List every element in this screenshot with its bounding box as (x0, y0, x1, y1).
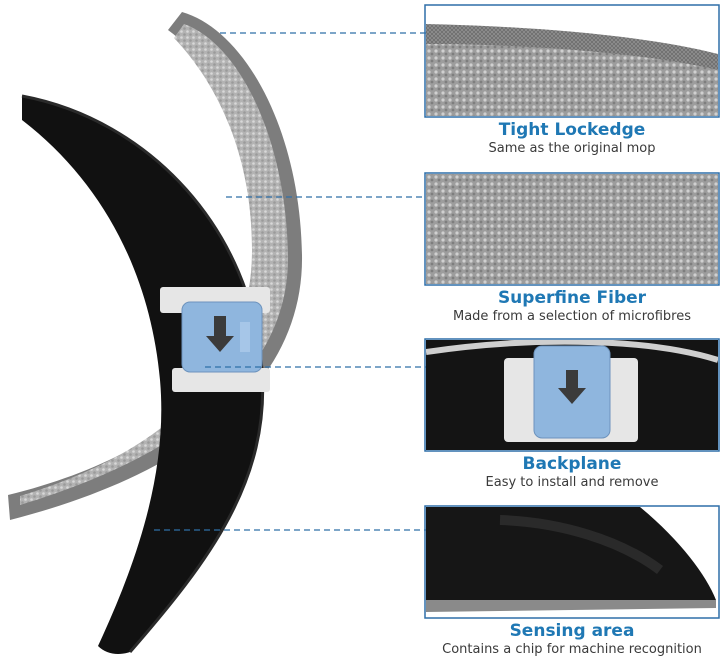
backplane-tab (160, 287, 270, 392)
feature-photo-backplane (424, 338, 720, 452)
arrow-down-icon (206, 316, 234, 352)
feature-photo-sensing (424, 505, 720, 619)
feature-title: Superfine Fiber (497, 288, 647, 308)
feature-subtitle: Made from a selection of microfibres (453, 309, 691, 324)
feature-title: Sensing area (509, 621, 635, 641)
feature-photo-lockedge (424, 4, 720, 118)
feature-subtitle: Easy to install and remove (485, 475, 659, 490)
feature-subtitle: Same as the original mop (488, 141, 656, 156)
feature-title: Tight Lockedge (498, 120, 646, 140)
feature-caption-fiber: Superfine Fiber Made from a selection of… (424, 288, 720, 325)
feature-caption-lockedge: Tight Lockedge Same as the original mop (424, 120, 720, 157)
feature-caption-sensing: Sensing area Contains a chip for machine… (424, 621, 720, 658)
feature-caption-backplane: Backplane Easy to install and remove (424, 454, 720, 491)
arrow-down-icon (558, 370, 586, 404)
feature-subtitle: Contains a chip for machine recognition (442, 642, 702, 657)
feature-title: Backplane (522, 454, 622, 474)
feature-photo-fiber (424, 172, 720, 286)
connector-lines (154, 32, 426, 531)
